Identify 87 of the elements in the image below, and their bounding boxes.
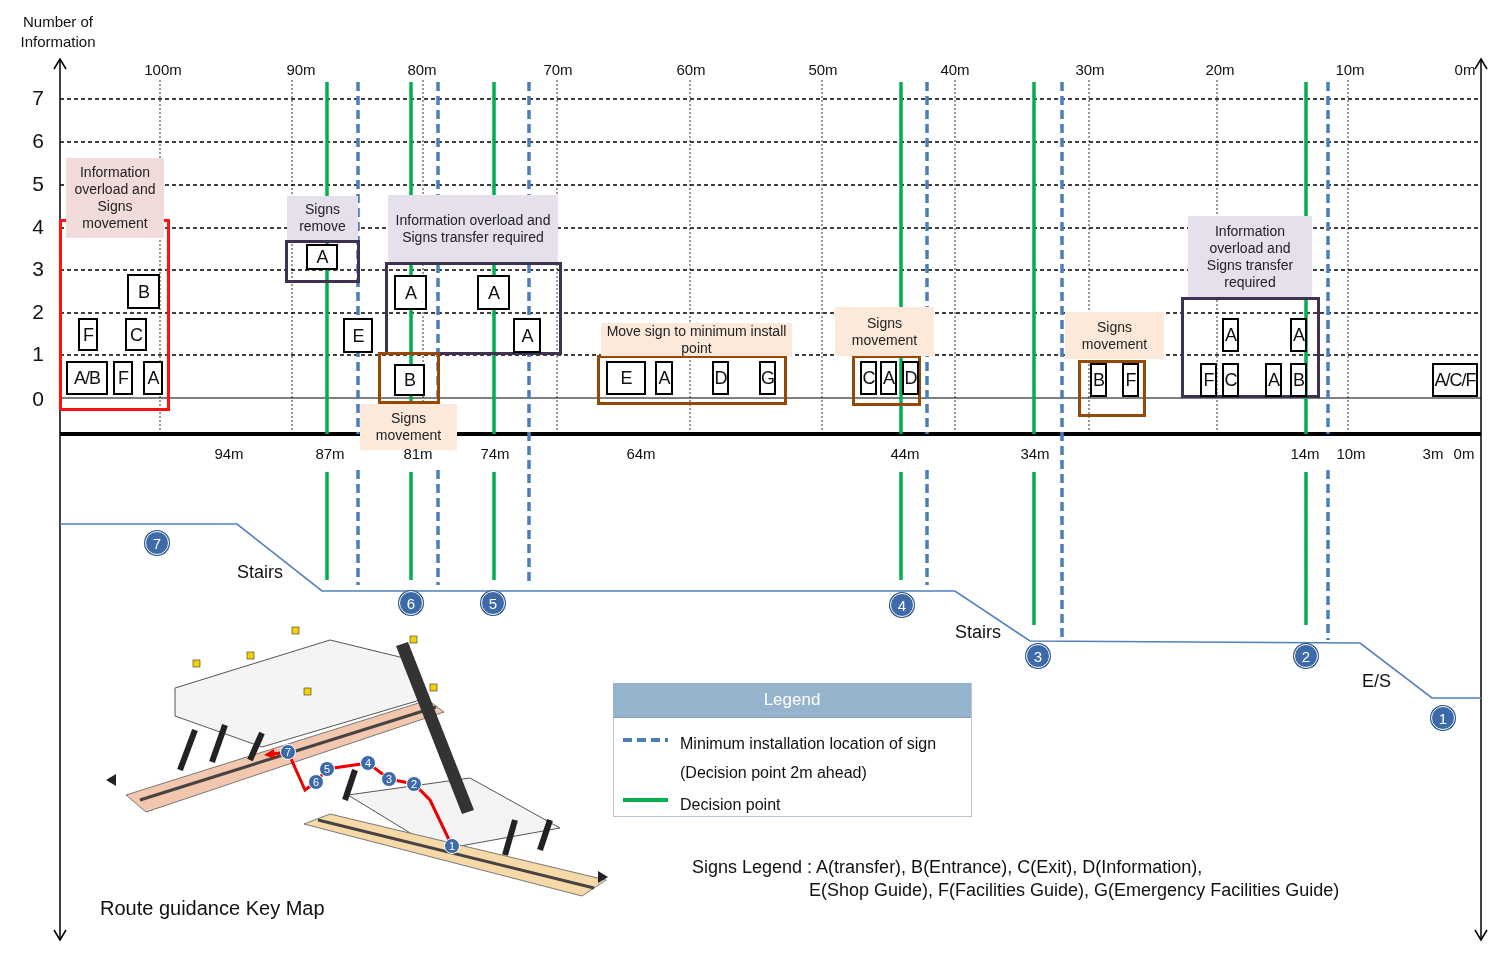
callout-label: Signs remove: [287, 196, 358, 240]
tick-label: 2: [31, 300, 45, 324]
callout-label: Move sign to minimum install point: [601, 323, 792, 356]
sign-marker: D: [902, 361, 919, 395]
distance-label: 64m: [625, 445, 657, 462]
route-point-marker: 2: [406, 776, 422, 792]
stairs-label: Stairs: [237, 562, 284, 583]
route-point-marker: 6: [399, 591, 423, 615]
sign-marker: F: [113, 361, 133, 395]
sign-marker: A: [655, 361, 673, 395]
sign-marker: C: [860, 361, 877, 395]
tick-label: 100m: [143, 61, 183, 78]
sign-marker: B: [127, 274, 160, 309]
sign-marker: E: [343, 318, 373, 353]
sign-marker: A: [477, 275, 510, 310]
tick-label: 4: [31, 215, 45, 239]
tick-label: 20m: [1204, 61, 1236, 78]
distance-label: 44m: [889, 445, 921, 462]
route-point-marker: 6: [308, 774, 324, 790]
distance-label: 34m: [1019, 445, 1051, 462]
route-point-marker: 3: [1026, 644, 1050, 668]
distance-label: 0m: [1452, 445, 1476, 462]
route-point-marker: 3: [381, 771, 397, 787]
sign-marker: A: [880, 361, 897, 395]
legend-text: Minimum installation location of sign (Decision point 2m ahead): [680, 734, 938, 783]
sign-marker: A: [513, 318, 541, 353]
sign-marker: B: [1290, 363, 1307, 397]
sign-marker: G: [759, 361, 776, 395]
distance-label: 14m: [1289, 445, 1321, 462]
callout-label: Signs movement: [1065, 312, 1164, 359]
tick-label: 0m: [1453, 61, 1477, 78]
route-point-marker: 4: [890, 593, 914, 617]
sign-marker: A: [1265, 363, 1282, 397]
route-point-marker: 4: [360, 755, 376, 771]
sign-marker: A/B: [66, 361, 108, 395]
tick-label: 30m: [1074, 61, 1106, 78]
tick-label: 10m: [1334, 61, 1366, 78]
sign-marker: A: [143, 361, 163, 395]
legend-header: Legend: [613, 683, 971, 718]
sign-marker: A: [394, 275, 427, 310]
sign-marker: B: [1090, 363, 1107, 397]
distance-label: 87m: [314, 445, 346, 462]
tick-label: 7: [31, 86, 45, 110]
tick-label: 60m: [675, 61, 707, 78]
tick-label: 3: [31, 257, 45, 281]
sign-marker: F: [1200, 363, 1217, 397]
sign-marker: A: [1290, 318, 1307, 352]
callout-label: Signs movement: [835, 307, 934, 356]
signs-legend-text: E(Shop Guide), F(Facilities Guide), G(Emergency Facilities Guide): [809, 880, 1341, 901]
tick-label: 0: [31, 387, 45, 411]
callout-label: Information overload and Signs transfer required: [388, 195, 558, 262]
signs-legend-text: Signs Legend : A(transfer), B(Entrance), C(Exit), D(Information),: [692, 857, 1204, 878]
distance-label: 10m: [1335, 445, 1367, 462]
sign-marker: A/C/F: [1432, 363, 1478, 397]
route-point-marker: 7: [145, 531, 169, 555]
distance-label: 3m: [1421, 445, 1445, 462]
route-point-marker: 1: [1431, 706, 1455, 730]
tick-label: 70m: [542, 61, 574, 78]
distance-label: 94m: [213, 445, 245, 462]
sign-marker: F: [78, 318, 98, 351]
sign-marker: B: [394, 364, 425, 396]
escalator-label: E/S: [1362, 671, 1392, 692]
tick-label: 50m: [807, 61, 839, 78]
distance-label: 74m: [479, 445, 511, 462]
route-point-marker: 2: [1294, 644, 1318, 668]
sign-marker: D: [712, 361, 729, 395]
tick-label: 1: [31, 342, 45, 366]
sign-marker: A: [1222, 318, 1239, 352]
legend-text: Decision point: [680, 795, 782, 815]
tick-label: 90m: [285, 61, 317, 78]
sign-marker: C: [1222, 363, 1239, 397]
route-point-marker: 5: [319, 761, 335, 777]
stairs-label: Stairs: [955, 622, 1002, 643]
sign-marker: F: [1122, 363, 1139, 397]
callout-label: Information overload and Signs movement: [66, 158, 164, 238]
sign-marker: A: [306, 244, 338, 270]
map-title: Route guidance Key Map: [100, 897, 326, 920]
sign-marker: C: [125, 318, 147, 351]
callout-label: Signs movement: [360, 404, 457, 450]
tick-label: 40m: [939, 61, 971, 78]
tick-label: 80m: [406, 61, 438, 78]
tick-label: 6: [31, 129, 45, 153]
sign-marker: E: [606, 361, 646, 395]
route-point-marker: 5: [481, 591, 505, 615]
axis-title: Number of Information: [19, 12, 97, 52]
tick-label: 5: [31, 172, 45, 196]
callout-label: Information overload and Signs transfer required: [1188, 216, 1312, 297]
